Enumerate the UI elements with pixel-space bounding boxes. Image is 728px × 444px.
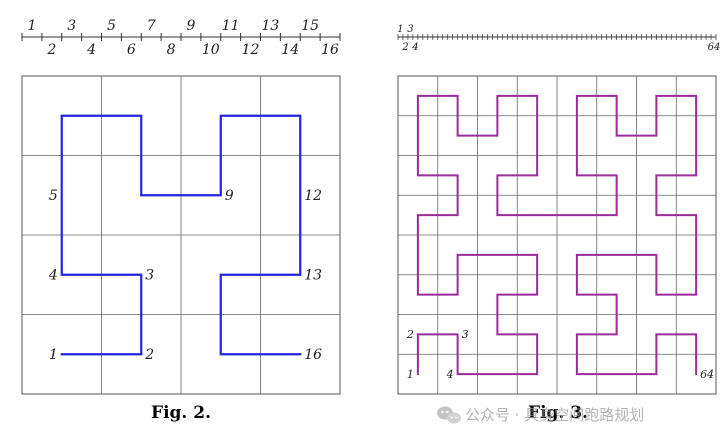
fig3-hilbert-curve [416,94,698,376]
fig2-scale-label-bottom: 14 [281,42,299,58]
fig2-label: 13 [304,268,322,284]
wechat-icon [437,406,461,424]
fig2-label: 1 [49,347,58,363]
fig2-scale-label-top: 1 [27,18,36,34]
fig2-scale-label-top: 13 [262,18,280,34]
fig2-label: 2 [144,347,154,363]
fig2-scale-label-bottom: 10 [202,42,220,58]
fig3-scale-label-bottom: 4 [411,42,418,53]
fig2-label: 3 [145,268,154,284]
fig2-scale-label-top: 11 [222,18,240,34]
fig2-hilbert-curve [60,114,302,356]
fig3-grid [397,75,717,395]
watermark: 公众号 · 具身空间跑路规划 [437,406,644,424]
fig2-scale-label-top: 3 [67,18,76,34]
fig3-point-labels: 1 2 3 4 64 [406,328,714,381]
fig3-scale-label-bottom: 2 [401,42,408,53]
fig3-label: 1 [407,368,414,381]
fig3-caption: Fig. 3. [528,403,588,423]
fig3-label: 4 [446,368,454,381]
fig2-label: 5 [49,188,58,204]
fig3-scale-label-top: 1 [397,24,403,35]
watermark-text: 公众号 · 具身空间跑路规划 [465,406,644,424]
fig2-label: 9 [225,188,234,204]
fig3-scale-label-end: 64 [708,42,721,53]
fig2-scale-label-bottom: 4 [86,42,96,58]
fig3-label: 64 [700,368,714,381]
fig2-scale-label-bottom: 6 [127,42,136,58]
fig3-label: 2 [406,328,414,341]
fig2-scale-label-top: 15 [301,18,319,34]
fig3-scale-label-top: 3 [407,24,413,35]
fig2-scale-label-top: 7 [147,18,156,34]
fig2-label: 12 [304,188,322,204]
fig2-scale-label-bottom: 16 [321,42,339,58]
fig2-label: 16 [304,347,322,363]
fig2-scale-label-bottom: 2 [46,42,56,58]
fig2-scale-label-bottom: 12 [242,42,260,58]
fig2-scale-label-top: 9 [186,18,195,34]
fig2-scale-label-top: 5 [107,18,116,34]
fig2-scale-label-bottom: 8 [167,42,176,58]
fig3-label: 3 [462,328,469,341]
fig2-label: 4 [48,268,58,284]
fig2-caption: Fig. 2. [151,403,211,423]
fig2-grid [21,75,341,395]
